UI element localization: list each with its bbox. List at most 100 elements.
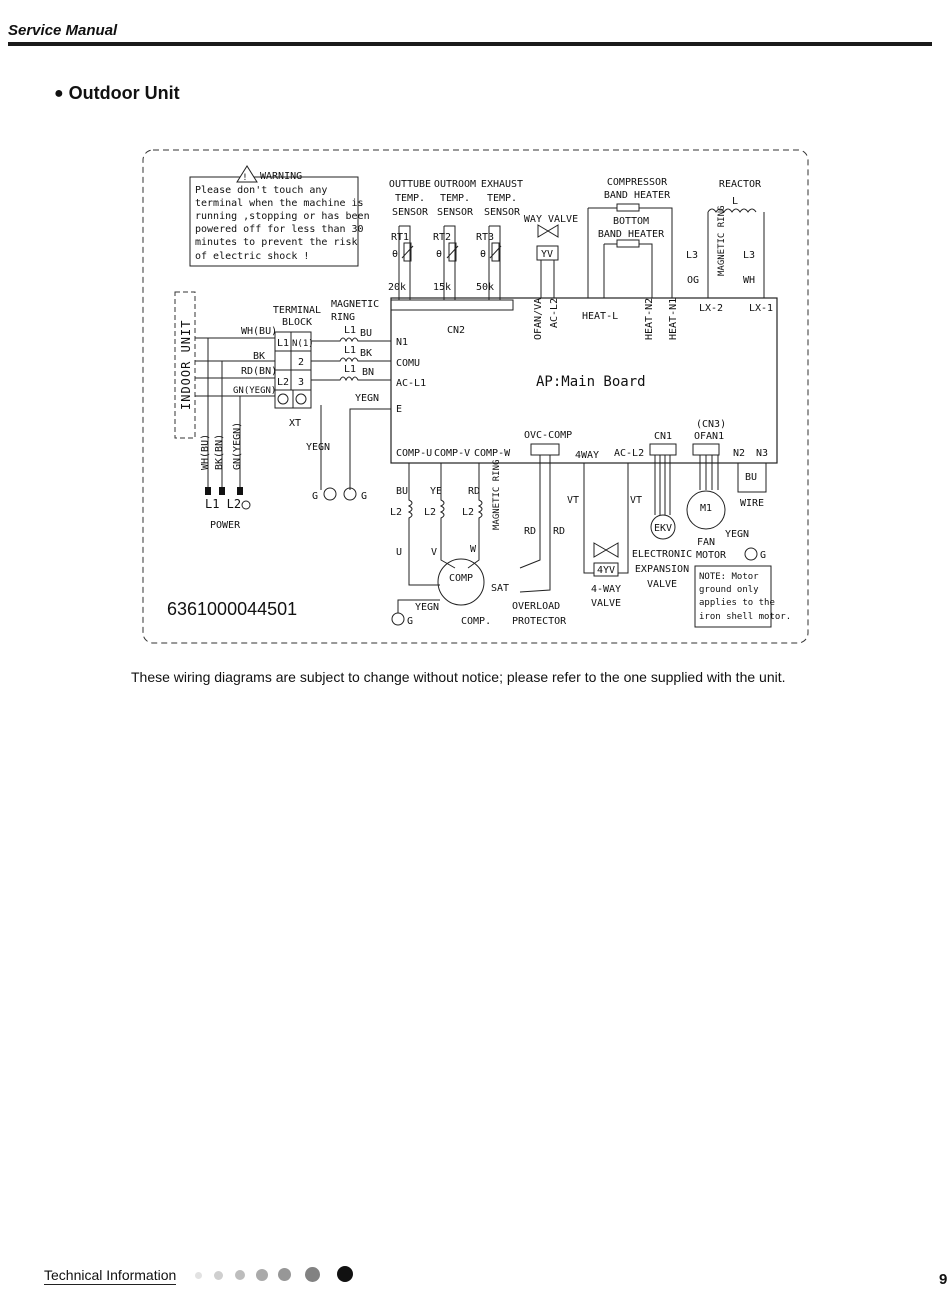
mag-ring-yegn: YEGN [355, 393, 379, 404]
terminal-block-title: TERMINAL [273, 305, 321, 316]
svg-text:U: U [396, 547, 402, 558]
ground-icon [744, 547, 758, 561]
svg-text:MAGNETIC RING: MAGNETIC RING [717, 206, 727, 276]
board-term-ofan1: OFAN1 [694, 431, 724, 442]
svg-text:OG: OG [687, 275, 699, 286]
wiring-diagram: ! WARNING Please don't touch any termina… [142, 149, 809, 644]
svg-text:G: G [760, 550, 766, 561]
board-term-n2: N2 [733, 448, 745, 459]
svg-text:L1: L1 [344, 325, 356, 336]
svg-text:20k: 20k [388, 282, 406, 293]
svg-text:SAT: SAT [491, 583, 509, 594]
header-title: Service Manual [8, 22, 118, 39]
svg-text:L3: L3 [686, 250, 698, 261]
svg-text:θ: θ [480, 249, 486, 260]
svg-text:BK: BK [360, 348, 372, 359]
warning-line: terminal when the machine is [195, 198, 364, 209]
vertical-wire-label: WH(BU) [200, 434, 211, 470]
board-term-cn3: (CN3) [696, 419, 726, 430]
svg-text:N(1): N(1) [292, 339, 314, 349]
warning-line: Please don't touch any [195, 185, 327, 196]
note-box [694, 565, 772, 628]
wire-label: BK [253, 351, 265, 362]
mag-ring-label: MAGNETIC [331, 299, 379, 310]
wire-label: RD(BN) [241, 366, 277, 377]
compressor-label: COMP. [461, 616, 491, 627]
vertical-wire-label: BK(BN) [214, 434, 225, 470]
svg-text:RING: RING [331, 312, 355, 323]
svg-text:MAGNETIC RING: MAGNETIC RING [492, 460, 502, 530]
fourway-label: 4-WAY [591, 584, 621, 595]
svg-text:iron shell motor.: iron shell motor. [699, 612, 791, 622]
vertical-wire-label: GN(YEGN) [232, 422, 243, 470]
svg-text:L2: L2 [390, 507, 402, 518]
caption: These wiring diagrams are subject to cha… [131, 669, 786, 685]
svg-text:G: G [407, 616, 413, 627]
svg-text:θ: θ [392, 249, 398, 260]
board-term-n3: N3 [756, 448, 768, 459]
svg-text:EXHAUST: EXHAUST [481, 179, 523, 190]
xt-label: XT [289, 418, 301, 429]
svg-text:θ: θ [436, 249, 442, 260]
svg-text:BU: BU [745, 472, 757, 483]
board-term-heat-n1: HEAT-N1 [668, 298, 679, 340]
svg-text:YEGN: YEGN [725, 529, 749, 540]
svg-text:PROTECTOR: PROTECTOR [512, 616, 567, 627]
svg-text:BU: BU [360, 328, 372, 339]
board-term-lx2: LX-2 [699, 303, 723, 314]
svg-text:15k: 15k [433, 282, 451, 293]
svg-text:SENSOR: SENSOR [437, 207, 474, 218]
svg-text:BU: BU [396, 486, 408, 497]
svg-text:L3: L3 [743, 250, 755, 261]
section-title: ● Outdoor Unit [54, 83, 180, 104]
compressor-band-heater: COMPRESSOR BAND HEATER [587, 177, 673, 298]
terminal-block: L1 N(1) 2 L2 3 [274, 331, 314, 409]
svg-text:2: 2 [298, 357, 304, 368]
svg-text:4YV: 4YV [597, 565, 615, 576]
svg-text:3: 3 [298, 377, 304, 388]
ground-icon [343, 487, 357, 501]
svg-text:TEMP.: TEMP. [487, 193, 517, 204]
overload-label: OVERLOAD [512, 601, 560, 612]
fan-motor-symbol [686, 490, 726, 530]
svg-text:OUTROOM: OUTROOM [434, 179, 476, 190]
board-term-4way: 4WAY [575, 450, 599, 461]
way-valve: WAY VALVE YV [524, 214, 578, 298]
warning-title: WARNING [260, 171, 302, 182]
svg-text:COMP: COMP [449, 573, 473, 584]
svg-text:W: W [470, 544, 477, 555]
board-term-ovc-comp: OVC-COMP [524, 430, 572, 441]
svg-text:TEMP.: TEMP. [440, 193, 470, 204]
wire-label: GN(YEGN) [233, 386, 276, 396]
cn2-label: CN2 [447, 325, 465, 336]
board-term-lx1: LX-1 [749, 303, 773, 314]
board-term-n1: N1 [396, 337, 408, 348]
svg-text:VALVE: VALVE [591, 598, 621, 609]
bottom-band-heater: BOTTOM BAND HEATER [598, 216, 665, 298]
section-title-text: Outdoor Unit [68, 83, 180, 103]
ground-yegn-label: YEGN [306, 442, 330, 453]
warning-line: minutes to prevent the risk [195, 237, 358, 248]
diagram-frame [142, 149, 809, 644]
svg-text:applies to the: applies to the [699, 598, 775, 608]
fan-motor-label: FAN [697, 537, 715, 548]
reactor: REACTOR L L3 L3 OG WH MAGNETIC RING [686, 179, 765, 298]
bullet-icon: ● [54, 84, 64, 102]
svg-text:M1: M1 [700, 503, 712, 514]
svg-text:YEGN: YEGN [415, 602, 439, 613]
valve-icon [537, 224, 559, 238]
svg-text:!: ! [242, 173, 247, 183]
svg-text:SENSOR: SENSOR [392, 207, 429, 218]
svg-text:YV: YV [541, 249, 553, 260]
svg-text:L2: L2 [424, 507, 436, 518]
svg-text:SENSOR: SENSOR [484, 207, 521, 218]
svg-text:BLOCK: BLOCK [282, 317, 312, 328]
board-term-acl2-bottom: AC-L2 [614, 448, 644, 459]
indoor-unit-box [174, 291, 196, 439]
svg-text:BN: BN [362, 367, 374, 378]
indoor-unit-label: INDOOR UNIT [179, 320, 193, 410]
svg-text:MOTOR: MOTOR [696, 550, 727, 561]
svg-text:BAND HEATER: BAND HEATER [604, 190, 671, 201]
page-number: 9 [939, 1271, 948, 1288]
svg-text:V: V [431, 547, 437, 558]
